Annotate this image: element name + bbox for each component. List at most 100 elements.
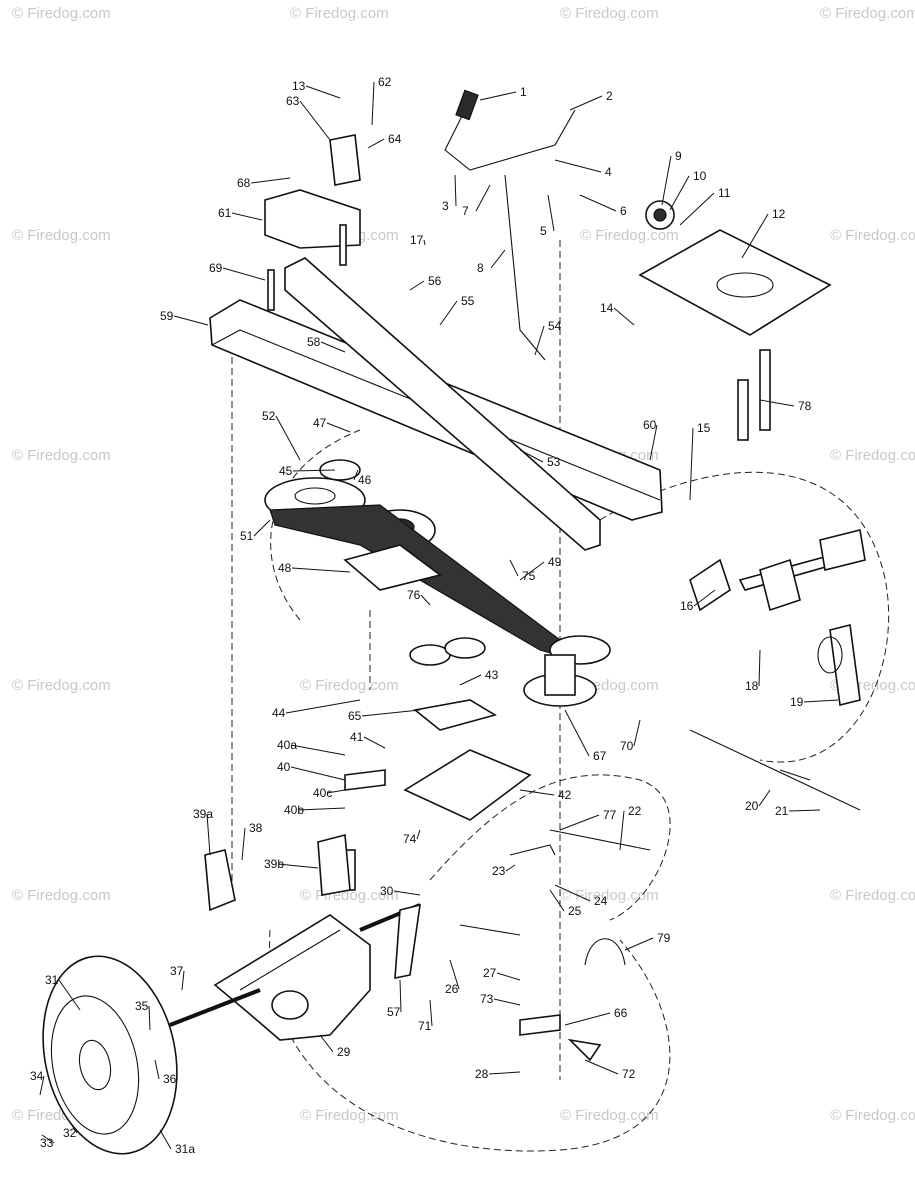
callout-leader: [459, 674, 482, 686]
callout-66: 66: [614, 1006, 628, 1020]
callout-26: 26: [445, 982, 459, 996]
callout-leader: [509, 559, 519, 577]
hardware: [394, 636, 843, 1062]
callout-leader: [206, 813, 211, 856]
callout-leader: [493, 998, 521, 1006]
callout-leader: [584, 1059, 619, 1075]
callout-leader: [429, 999, 433, 1027]
callout-25: 25: [568, 904, 582, 918]
callout-leader: [479, 91, 517, 101]
callout-40b: 40b: [284, 803, 304, 817]
callout-40: 40: [277, 760, 291, 774]
watermark-text: © Firedog.com: [12, 5, 111, 22]
callout-leader: [496, 972, 521, 981]
callout-48: 48: [278, 561, 292, 575]
callout-3: 3: [442, 199, 449, 213]
callout-8: 8: [477, 261, 484, 275]
callout-58: 58: [307, 335, 321, 349]
callout-leader: [679, 192, 715, 226]
callout-75: 75: [522, 569, 536, 583]
callout-53: 53: [547, 455, 561, 469]
callout-59: 59: [160, 309, 174, 323]
watermark-text: © Firedog.com: [300, 677, 399, 694]
mounting-plate: [638, 200, 832, 441]
callout-61: 61: [218, 206, 232, 220]
watermark-text: © Firedog.com: [830, 887, 915, 904]
callout-leader: [420, 594, 431, 606]
callout-leader: [277, 863, 319, 869]
callout-leader: [803, 699, 839, 703]
watermark-text: © Firedog.com: [12, 227, 111, 244]
callout-leader: [564, 1012, 611, 1026]
callout-33: 33: [40, 1136, 54, 1150]
callout-leader: [305, 85, 341, 99]
callout-64: 64: [388, 132, 402, 146]
callout-28: 28: [475, 1067, 489, 1081]
callout-43: 43: [485, 668, 499, 682]
callout-44: 44: [272, 706, 286, 720]
watermark-text: © Firedog.com: [12, 677, 111, 694]
brake-linkage: [689, 529, 866, 811]
callout-14: 14: [600, 301, 614, 315]
callout-69: 69: [209, 261, 223, 275]
callout-47: 47: [313, 416, 327, 430]
callout-77: 77: [603, 808, 617, 822]
callout-35: 35: [135, 999, 149, 1013]
callout-9: 9: [675, 149, 682, 163]
watermark-text: © Firedog.com: [560, 887, 659, 904]
callout-leader: [41, 1134, 55, 1144]
callout-leader: [253, 519, 271, 537]
callout-68: 68: [237, 176, 251, 190]
watermark-text: © Firedog.com: [580, 227, 679, 244]
callout-leader: [275, 415, 301, 461]
callout-55: 55: [461, 294, 475, 308]
callout-leader: [159, 1129, 172, 1150]
callout-leader: [148, 1005, 151, 1031]
callout-20: 20: [745, 799, 759, 813]
callout-27: 27: [483, 966, 497, 980]
callout-67: 67: [593, 749, 607, 763]
callout-leader: [250, 177, 291, 184]
callout-leader: [361, 709, 421, 717]
watermark-text: © Firedog.com: [560, 1107, 659, 1124]
callout-36: 36: [163, 1072, 177, 1086]
callout-leader: [409, 280, 425, 291]
callout-54: 54: [548, 319, 562, 333]
callout-leader: [488, 1071, 521, 1075]
callout-leader: [624, 937, 654, 951]
callout-1: 1: [520, 85, 527, 99]
callout-49: 49: [548, 555, 562, 569]
callout-leader: [320, 341, 346, 353]
callout-leader: [367, 138, 385, 149]
callout-leader: [579, 194, 617, 212]
watermark-text: © Firedog.com: [830, 227, 915, 244]
callout-leader: [439, 300, 458, 326]
watermark-text: © Firedog.com: [560, 5, 659, 22]
callout-leader: [39, 1075, 45, 1096]
callout-10: 10: [693, 169, 707, 183]
callout-31: 31: [45, 973, 59, 987]
callout-31a: 31a: [175, 1142, 195, 1156]
callout-38: 38: [249, 821, 263, 835]
callout-leader: [393, 890, 421, 896]
callout-52: 52: [262, 409, 276, 423]
callout-30: 30: [380, 884, 394, 898]
callout-leader: [371, 81, 375, 126]
callout-leader: [292, 469, 336, 472]
callout-62: 62: [378, 75, 392, 89]
watermark-text: © Firedog.com: [820, 5, 915, 22]
callout-23: 23: [492, 864, 506, 878]
callout-29: 29: [337, 1045, 351, 1059]
callout-leader: [399, 979, 402, 1013]
callout-leader: [549, 889, 565, 912]
callout-18: 18: [745, 679, 759, 693]
callout-13: 13: [292, 79, 306, 93]
transaxle: [169, 903, 421, 1041]
callout-6: 6: [620, 204, 627, 218]
callout-leader: [669, 175, 690, 211]
callout-19: 19: [790, 695, 804, 709]
callout-4: 4: [605, 165, 612, 179]
callout-74: 74: [403, 832, 417, 846]
